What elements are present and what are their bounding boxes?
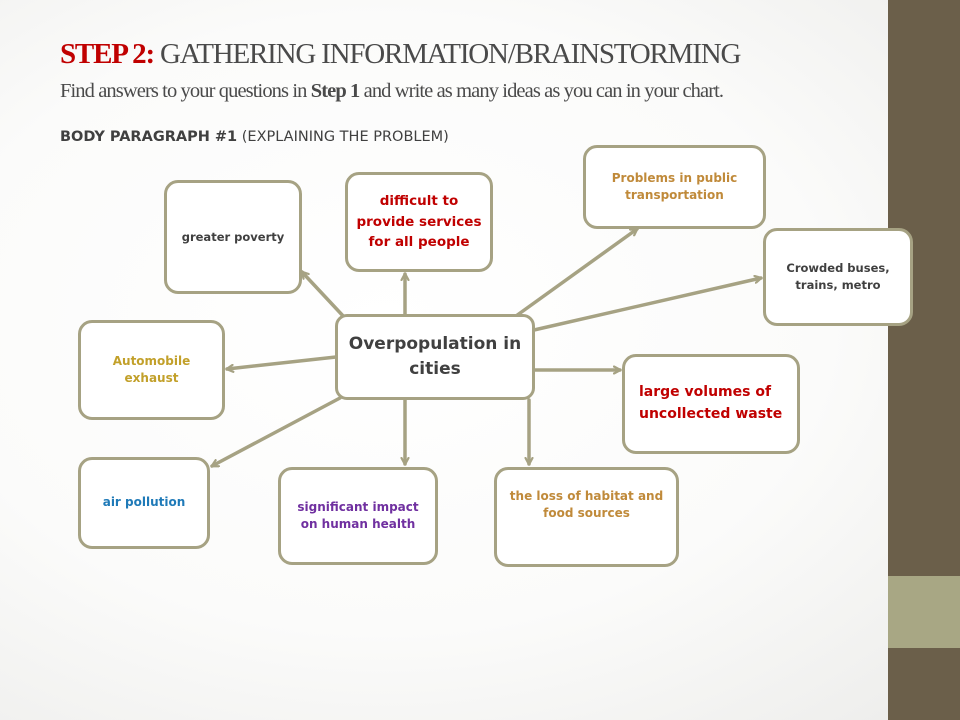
node-automobile-exhaust: Automobile exhaust — [78, 320, 225, 420]
arrow-to-air-pollution — [210, 396, 342, 468]
slide-title: STEP 2: GATHERING INFORMATION/BRAINSTORM… — [60, 38, 741, 71]
title-rest: GATHERING INFORMATION/BRAINSTORMING — [160, 38, 741, 70]
section-bold: BODY PARAGRAPH #1 — [60, 129, 238, 145]
node-uncollected-waste: large volumes of uncollected waste — [622, 354, 800, 454]
arrow-to-crowded-buses — [532, 278, 763, 332]
slide-subtitle: Find answers to your questions in Step 1… — [60, 80, 724, 103]
arrow-to-greater-poverty — [300, 270, 347, 320]
center-node-overpopulation: Overpopulation in cities — [335, 314, 535, 400]
node-habitat-loss: the loss of habitat and food sources — [494, 467, 679, 567]
section-rest: (EXPLAINING THE PROBLEM) — [237, 129, 449, 145]
node-air-pollution: air pollution — [78, 457, 210, 549]
section-heading: BODY PARAGRAPH #1 (EXPLAINING THE PROBLE… — [60, 129, 449, 145]
node-public-transport: Problems in public transportation — [583, 145, 766, 229]
node-greater-poverty: greater poverty — [164, 180, 302, 294]
subtitle-part1: Find answers to your questions in — [60, 80, 311, 102]
subtitle-part2: and write as many ideas as you can in yo… — [359, 80, 724, 102]
node-crowded-buses: Crowded buses, trains, metro — [763, 228, 913, 326]
node-human-health: significant impact on human health — [278, 467, 438, 565]
arrow-to-automobile-exhaust — [225, 355, 338, 369]
side-accent-block — [888, 576, 960, 648]
title-step: STEP 2: — [60, 38, 155, 70]
arrow-to-public-transport — [514, 227, 639, 318]
subtitle-bold: Step 1 — [310, 80, 361, 102]
node-difficult-services: difficult to provide services for all pe… — [345, 172, 493, 272]
